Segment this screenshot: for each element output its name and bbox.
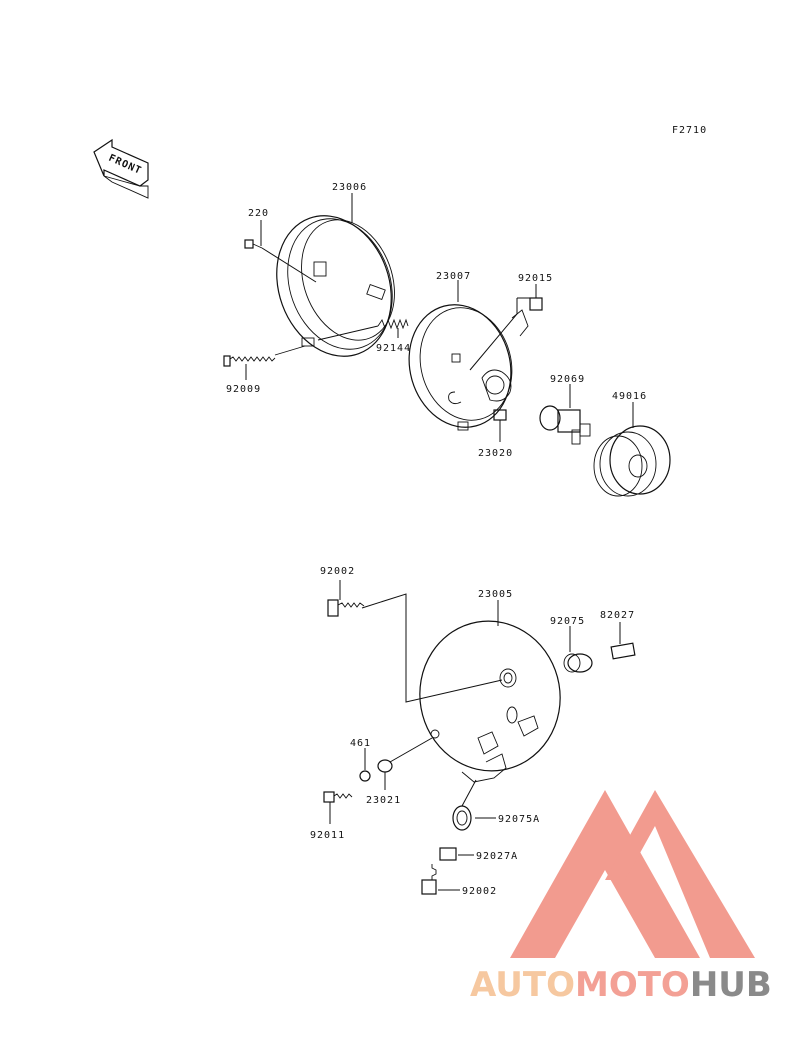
screw-220: [244, 239, 263, 249]
label-92075A: 92075A: [498, 814, 540, 825]
screw-92011: [323, 791, 353, 803]
label-92009: 92009: [226, 384, 261, 395]
screw-92009: [223, 345, 306, 367]
watermark-moto: MOTO: [575, 965, 690, 1005]
clip-92015: [529, 297, 543, 311]
spring-92144: [317, 318, 409, 341]
screw-92002-bottom: [421, 864, 437, 895]
automotohub-logo: [510, 790, 755, 958]
label-23021: 23021: [366, 795, 401, 806]
logo-triangle-right: [605, 790, 755, 958]
label-49016: 49016: [612, 391, 647, 402]
nut-461: [359, 770, 371, 782]
headlight-unit: [408, 304, 529, 431]
label-92002-top: 92002: [320, 566, 355, 577]
label-461: 461: [350, 738, 371, 749]
label-82027: 82027: [600, 610, 635, 621]
logo-triangle-left: [510, 790, 700, 958]
headlight-rim: [276, 215, 395, 357]
label-92015: 92015: [518, 273, 553, 284]
label-23007: 23007: [436, 271, 471, 282]
label-23006: 23006: [332, 182, 367, 193]
watermark-auto: AUTO: [470, 965, 575, 1005]
watermark-text: AUTOMOTOHUB: [470, 965, 772, 1005]
cover-49016: [593, 425, 671, 497]
label-220: 220: [248, 208, 269, 219]
label-92069: 92069: [550, 374, 585, 385]
label-92144: 92144: [376, 343, 411, 354]
figure-code: F2710: [672, 125, 707, 136]
label-23020: 23020: [478, 448, 513, 459]
label-92011: 92011: [310, 830, 345, 841]
label-92002-bottom: 92002: [462, 886, 497, 897]
front-arrow-icon: FRONT: [93, 138, 149, 199]
label-23005: 23005: [478, 589, 513, 600]
screw-92002-top: [327, 599, 365, 617]
label-92075: 92075: [550, 616, 585, 627]
bulb-92069: [539, 405, 591, 445]
headlight-housing: [419, 620, 561, 783]
label-92027A: 92027A: [476, 851, 518, 862]
collar-92027A: [439, 847, 457, 861]
grommet-92075: [563, 653, 593, 673]
collar-82027: [610, 642, 636, 660]
grommet-92075A: [452, 805, 472, 831]
watermark-hub: HUB: [690, 965, 772, 1005]
